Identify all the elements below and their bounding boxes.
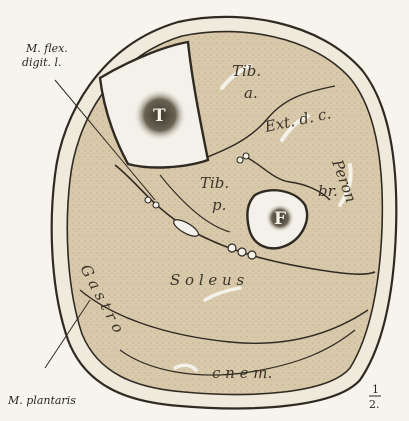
tibialis-posterior-label: Tib. [200,174,229,192]
fibula-label: F [274,209,286,229]
plantaris-label: M. plantaris [7,394,76,407]
vessel [243,153,249,159]
tibialis-anterior-label: Tib. [232,62,261,80]
tibialis-posterior-label-2: p. [212,196,226,214]
vessel [238,248,246,256]
vessel [228,244,236,252]
vessel [248,251,256,259]
gastrocnemius-label-2: c n e m. [212,364,272,382]
scale-denominator: 2. [369,398,380,411]
vessel [237,157,243,163]
flexor-label-line2: digit. l. [22,56,62,69]
tibia-label: T [153,106,166,126]
vessel [145,197,151,203]
peroneus-brevis-label: br. [318,182,338,200]
scale-numerator: 1 [372,383,379,396]
flexor-label-line1: M. flex. [25,42,68,55]
vessel [153,202,159,208]
soleus-label: S o l e u s [170,271,244,289]
tibialis-anterior-label-2: a. [244,84,258,102]
